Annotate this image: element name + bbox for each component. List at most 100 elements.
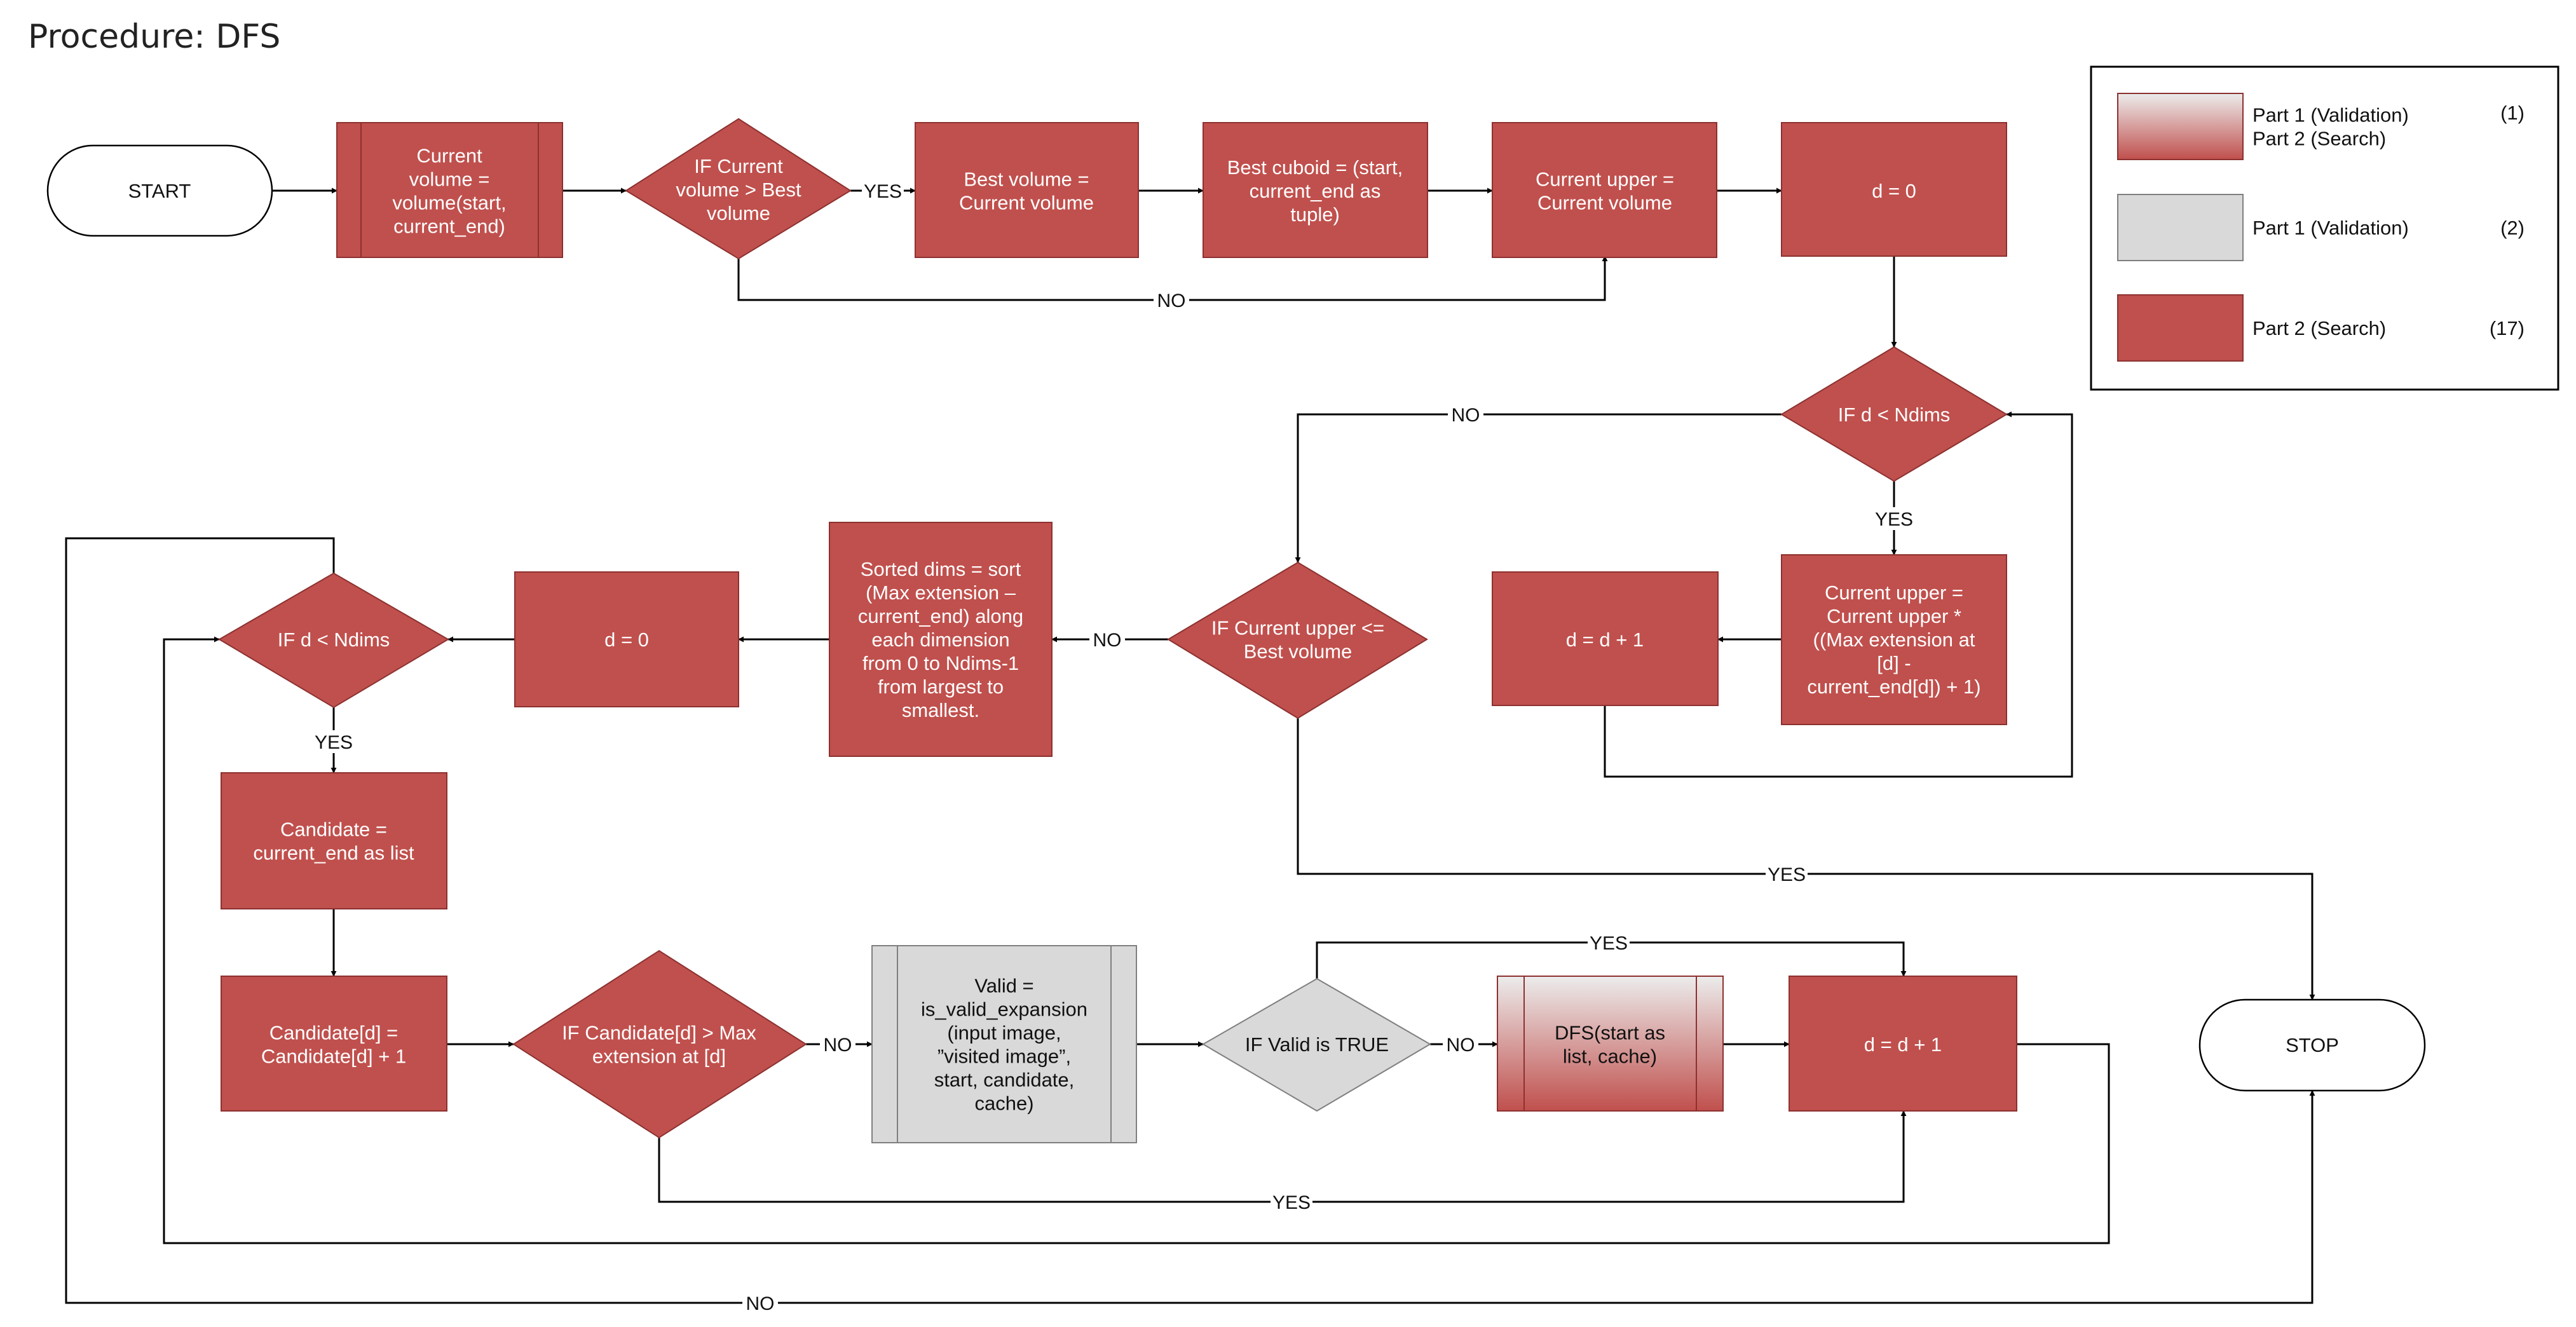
candidate-increment-box [221,976,447,1112]
text-line: ((Max extension at [1813,629,1975,651]
legend-count-both: (1) [2500,102,2525,124]
edge-label-no-5: NO [1443,1033,1478,1056]
d-increment-bottom-box [1789,976,2017,1112]
current-upper-label: Current upper =Current volume [1536,168,1674,214]
text-line: d = 0 [604,629,649,651]
text-line: Current volume [1537,192,1672,214]
text-line: [d] - [1877,652,1911,674]
sorted-dims-label: Sorted dims = sort(Max extension –curren… [858,558,1023,721]
d-increment-bottom-label: d = d + 1 [1864,1033,1942,1056]
svg-text:NO: NO [746,1293,775,1314]
text-line: Current upper = [1825,582,1963,604]
text-line: smallest. [902,699,979,721]
if-d-left-decision [218,572,449,709]
text-line: IF Candidate[d] > Max [562,1022,756,1044]
legend-swatch-search [2117,294,2244,362]
best-cuboid-box [1203,122,1428,258]
best-volume-box [915,122,1139,258]
stop-label: STOP [2286,1034,2339,1056]
valid-process [871,945,1137,1143]
text-line: Best cuboid = (start, [1227,156,1403,179]
text-line: Best volume = [964,168,1089,191]
text-line: STOP [2286,1034,2339,1056]
if-d-top-decision [1780,346,2008,482]
text-line: volume [707,202,770,224]
svg-text:YES: YES [1272,1192,1311,1213]
current-upper-multiply-label: Current upper =Current upper *((Max exte… [1807,582,1980,698]
svg-text:NO: NO [1447,1035,1475,1056]
candidate-box [221,772,447,909]
start-terminator [46,144,273,237]
edge-label-no-2: NO [1448,403,1483,426]
text-line: IF d < Ndims [278,629,390,651]
d-zero-top-label: d = 0 [1872,180,1916,202]
edge-label-no-1: NO [1154,289,1189,311]
text-line: IF Current [694,155,783,177]
legend-swatch-validation [2117,194,2244,261]
text-line: (Max extension – [866,582,1016,604]
legend-label-both: Part 1 (Validation)Part 2 (Search) [2252,104,2409,150]
text-line: Current upper = [1536,168,1674,191]
text-line: Candidate = [280,819,387,841]
edge-ifupper-stop-yes [1297,718,2315,1000]
edge-ifdleft-stop-no [65,537,2315,1304]
text-line: each dimension [871,629,1009,651]
text-line: Current upper * [1827,605,1961,627]
edges [65,187,2315,1304]
text-line: start, candidate, [934,1069,1075,1091]
current-upper-multiply-box [1781,554,2007,725]
text-line: Part 1 (Validation) [2252,217,2409,239]
text-line: Candidate[d] = [269,1022,399,1044]
svg-text:YES: YES [864,181,902,202]
text-line: Best volume [1244,641,1353,663]
text-line: current_end as [1250,180,1381,202]
text-line: Current volume [959,192,1094,214]
edge-ifcand-dincbottom-yes [658,1110,1907,1203]
d-increment-mid-label: d = d + 1 [1566,629,1644,651]
text-line: list, cache) [1563,1045,1657,1068]
edge-dincmid-ifdtop-loop [1604,411,2073,778]
text-line: START [128,180,191,202]
text-line: cache) [974,1092,1033,1115]
d-zero-left-label: d = 0 [604,629,649,651]
text-line: Valid = [974,975,1033,997]
edge-dincbottom-ifdleft-loop [163,636,2110,1244]
text-line: Part 1 (Validation) [2252,104,2409,126]
d-zero-top-box [1781,122,2007,257]
text-line: IF d < Ndims [1838,404,1951,426]
text-line: volume = [409,168,490,191]
text-line: volume > Best [676,179,801,201]
text-line: from largest to [878,676,1004,698]
text-line: d = 0 [1872,180,1916,202]
edge-label-no-3: NO [1089,628,1125,651]
edge-label-yes-6: YES [1271,1190,1312,1213]
if-current-upper-decision [1167,561,1428,719]
current-volume-process [336,122,563,258]
text-line: Current [416,145,482,167]
legend-swatch-both [2117,93,2244,160]
legend-label-search: Part 2 (Search) [2252,317,2386,339]
edge-label-yes-3: YES [1766,862,1808,885]
valid-label: Valid =is_valid_expansion(input image,”v… [921,975,1087,1115]
best-volume-label: Best volume =Current volume [959,168,1094,214]
if-d-top-label: IF d < Ndims [1838,404,1951,426]
edge-label-yes-5: YES [1588,931,1630,954]
text-line: volume(start, [392,192,506,214]
stop-terminator [2198,998,2426,1092]
text-line: d = d + 1 [1566,629,1644,651]
text-line: IF Current upper <= [1211,617,1384,639]
text-line: IF Valid is TRUE [1245,1033,1389,1056]
text-line: current_end) along [858,605,1023,627]
text-line: DFS(start as [1555,1022,1665,1044]
candidate-label: Candidate =current_end as list [253,819,414,864]
text-line: Part 2 (Search) [2252,317,2386,339]
legend-count-validation: (2) [2500,217,2525,239]
if-current-volume-decision [625,118,852,260]
dfs-call-process [1497,976,1724,1112]
text-line: Candidate[d] + 1 [261,1045,406,1068]
svg-text:YES: YES [315,732,353,753]
legend: Part 1 (Validation)Part 2 (Search) (1) P… [2090,65,2559,391]
